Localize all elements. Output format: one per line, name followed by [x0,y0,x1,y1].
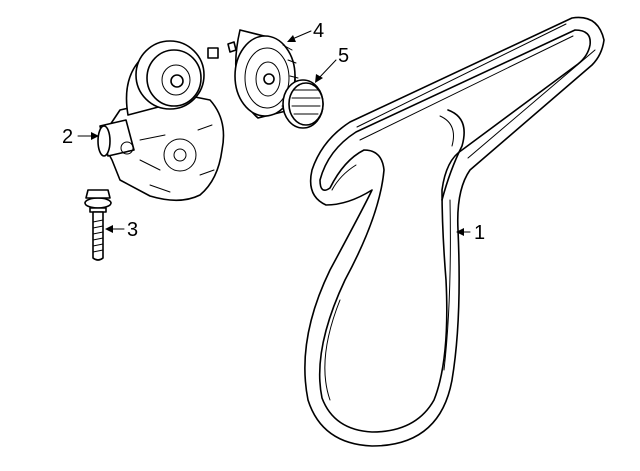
callout-pulley-cover: 5 [338,45,349,67]
arrowhead-1 [456,228,464,236]
arrowhead-4 [287,35,296,42]
serpentine-belt [304,16,605,447]
arrowhead-5 [315,74,323,83]
callout-idler-pulley: 4 [313,20,324,42]
pulley-dust-cover [282,79,324,129]
leader-lines [77,30,471,236]
callout-tensioner: 2 [62,126,73,148]
arrowhead-3 [105,225,113,233]
mounting-bolt [84,189,112,261]
callout-bolt: 3 [127,219,138,241]
callout-belt: 1 [474,222,485,244]
leader-line-5 [317,59,337,80]
belt-tensioner-assembly [97,40,225,202]
arrowhead-2 [91,132,99,140]
